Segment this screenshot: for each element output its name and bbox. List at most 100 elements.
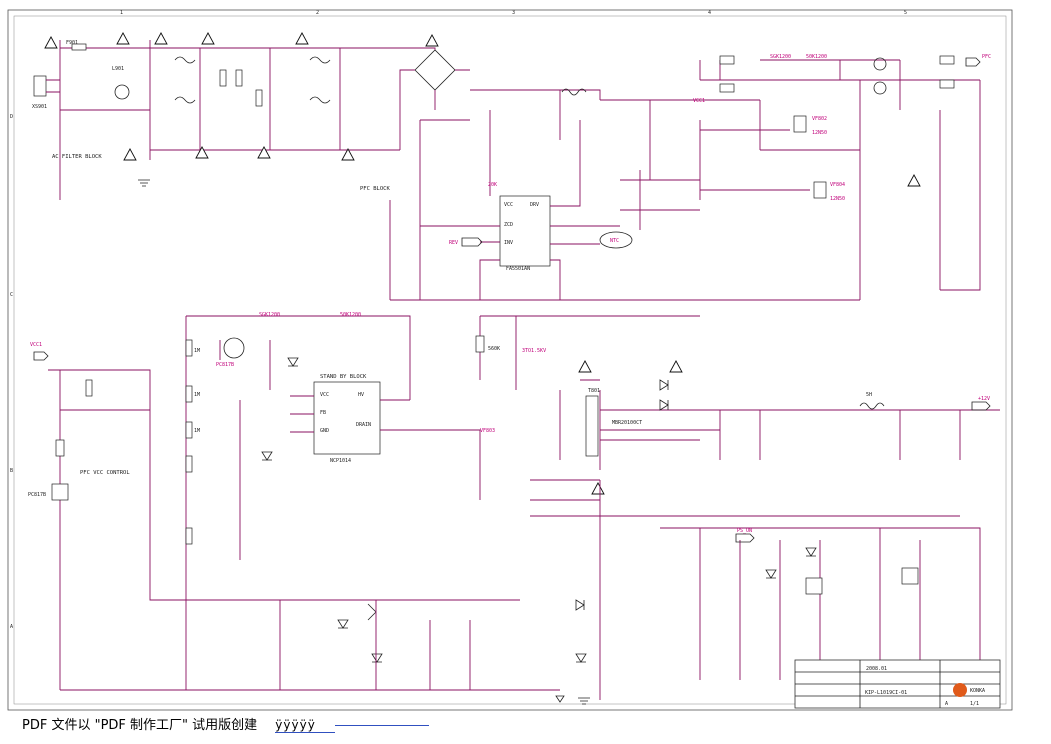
grid-row-d: D [10,114,13,120]
grid-col-3: 3 [512,10,515,16]
ac-filter-block: XS901 F901 L901 AC FILTER BLOCK [32,40,400,200]
title-block: KIP-L1019CI-01 2008.01 A 1/1 KONKA [794,659,1001,709]
pfc-ic-pin-drv: DRV [530,202,539,208]
ntc-label: NTC [610,238,619,244]
warning-icon [907,174,921,187]
warning-icon [116,32,130,45]
vd-main-label: MBR20100CT [612,420,642,426]
feedback-optocoupler [805,577,823,595]
thermistor-icon [873,57,887,71]
f901-label: F901 [66,40,78,46]
pdf-footer-link[interactable]: ÿÿÿÿÿ [275,718,336,733]
pfc-connector-label: PFC [982,54,991,60]
grid-labels: 1 2 3 4 5 D C B A [10,10,907,630]
rev-connector-label: REV [449,240,458,246]
t801-label: T801 [588,388,600,394]
grid-col-2: 2 [316,10,319,16]
standby-ic-pin-fb: FB [320,410,326,416]
feedback-optocoupler-2 [901,567,919,585]
fr-a-value: SGK1200 [770,54,791,60]
pfc-controller-ic [499,195,551,267]
vf804-part: 12N50 [830,196,845,202]
feedback-block: PS_ON [270,527,981,705]
bridge-rectifier [399,47,470,150]
warning-icons [44,32,921,495]
standby-block: STAND BY BLOCK NCP1014 VCC FB GND HV DRA… [185,312,481,690]
thermistor-icon [873,81,887,95]
pfc-ic-label: FA5501AN [506,266,530,272]
standby-ic [313,381,381,455]
ps-on-label: PS_ON [737,528,752,534]
sheet-inner-border [13,15,1007,705]
pfc-vcc-control-block: VCC1 PFC VCC CONTROL PC817B 1M 1M 1M [28,339,560,691]
r3-value: 1M [194,428,200,434]
xs901-label: XS901 [32,104,47,110]
r1-value: 1M [194,348,200,354]
vcc-optocoupler [51,483,69,501]
ntc-ring [599,231,633,249]
grid-row-a: A [10,624,13,630]
l-out-value: 5H [866,392,872,398]
r-mid-value: 560K [488,346,500,352]
warning-icon [295,32,309,45]
pfc-vcc-title: PFC VCC CONTROL [80,470,130,476]
pfc-ic-pin-zcd: ZCD [504,222,513,228]
title-rev: A [945,701,948,707]
warning-icon [257,146,271,159]
company-name: KONKA [970,688,985,694]
warning-icon [425,34,439,47]
main-transformer: 560K 3TO1.5KV T801 VF803 5H +12V MBR2010… [475,315,1000,700]
warning-icon [669,360,683,373]
grid-row-c: C [10,292,13,298]
warning-icon [591,482,605,495]
r-standby-b: 50K1200 [340,312,361,318]
transformer-core [585,395,599,457]
pfc-resistor-value: 20K [488,182,497,188]
l901-label: L901 [112,66,124,72]
vf802-label: VF802 [812,116,827,122]
warning-icon [341,148,355,161]
standby-ic-pin-hv: HV [358,392,364,398]
fr-b-value: 50K1200 [806,54,827,60]
pdf-footer: PDF 文件以 "PDF 制作工厂" 试用版创建 ÿÿÿÿÿ [22,714,430,733]
grid-col-1: 1 [120,10,123,16]
grid-row-b: B [10,468,13,474]
optocoupler-icon [223,337,245,359]
warning-icon [195,146,209,159]
warning-icon [154,32,168,45]
model-number: KIP-L1019CI-01 [865,690,907,696]
warning-icon [201,32,215,45]
out-12v-label: +12V [978,396,990,402]
standby-ic-pin-vcc: VCC [320,392,329,398]
sheet-border [7,9,1013,711]
pfc-ic-pin-inv: INV [504,240,513,246]
standby-block-title: STAND BY BLOCK [320,374,367,380]
standby-ic-pin-drain: DRAIN [356,422,371,428]
pfc-block-title: PFC BLOCK [360,186,390,192]
warning-icon [578,360,592,373]
r2-value: 1M [194,392,200,398]
vf804-label: VF804 [830,182,845,188]
footer-underline [335,725,430,726]
standby-ic-label: NCP1014 [330,458,351,464]
pfc-ic-pin-vcc: VCC [504,202,513,208]
grid-col-5: 5 [904,10,907,16]
vcc1-label: VCC1 [693,98,705,104]
grid-col-4: 4 [708,10,711,16]
konka-logo [953,683,967,697]
warning-icon [123,148,137,161]
vf802-part: 12N50 [812,130,827,136]
pdf-footer-text: PDF 文件以 "PDF 制作工厂" 试用版创建 [22,718,258,733]
vcc1-left-label: VCC1 [30,342,42,348]
vd-label: VF803 [480,428,495,434]
standby-ic-pin-gnd: GND [320,428,329,434]
warning-icon [44,36,58,49]
opto1-label: PC817B [216,362,234,368]
pfc-block: PFC BLOCK FA5501AN VCC ZCD INV DRV 20K R… [360,54,991,301]
opto2-label: PC817B [28,492,46,498]
title-date: 2008.01 [866,666,887,672]
rz-mid-value: 3TO1.5KV [522,348,546,354]
ac-filter-block-title: AC FILTER BLOCK [52,154,102,160]
r-standby-a: SGK1200 [259,312,280,318]
